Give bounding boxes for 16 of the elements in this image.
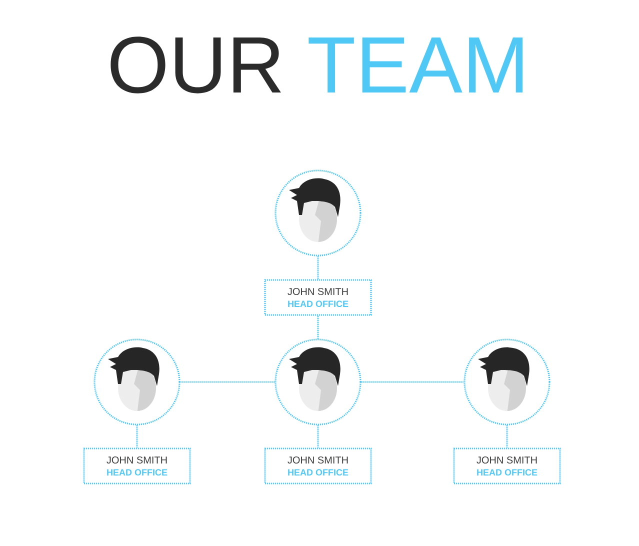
connector-line	[317, 256, 319, 280]
name-box: JOHN SMITH HEAD OFFICE	[83, 448, 191, 484]
connector-line	[136, 425, 138, 448]
avatar-circle	[94, 338, 180, 426]
connector-line	[317, 316, 319, 339]
name-box: JOHN SMITH HEAD OFFICE	[264, 279, 372, 316]
title: OUR TEAM	[110, 36, 523, 94]
avatar-circle	[274, 170, 362, 256]
connector-line	[361, 381, 464, 383]
avatar-circle	[274, 338, 362, 426]
name-box: JOHN SMITH HEAD OFFICE	[453, 448, 561, 484]
name-box: JOHN SMITH HEAD OFFICE	[264, 448, 372, 484]
connector-line	[180, 381, 275, 383]
connector-line	[317, 425, 319, 448]
connector-line	[506, 425, 508, 448]
avatar-circle	[464, 338, 550, 426]
